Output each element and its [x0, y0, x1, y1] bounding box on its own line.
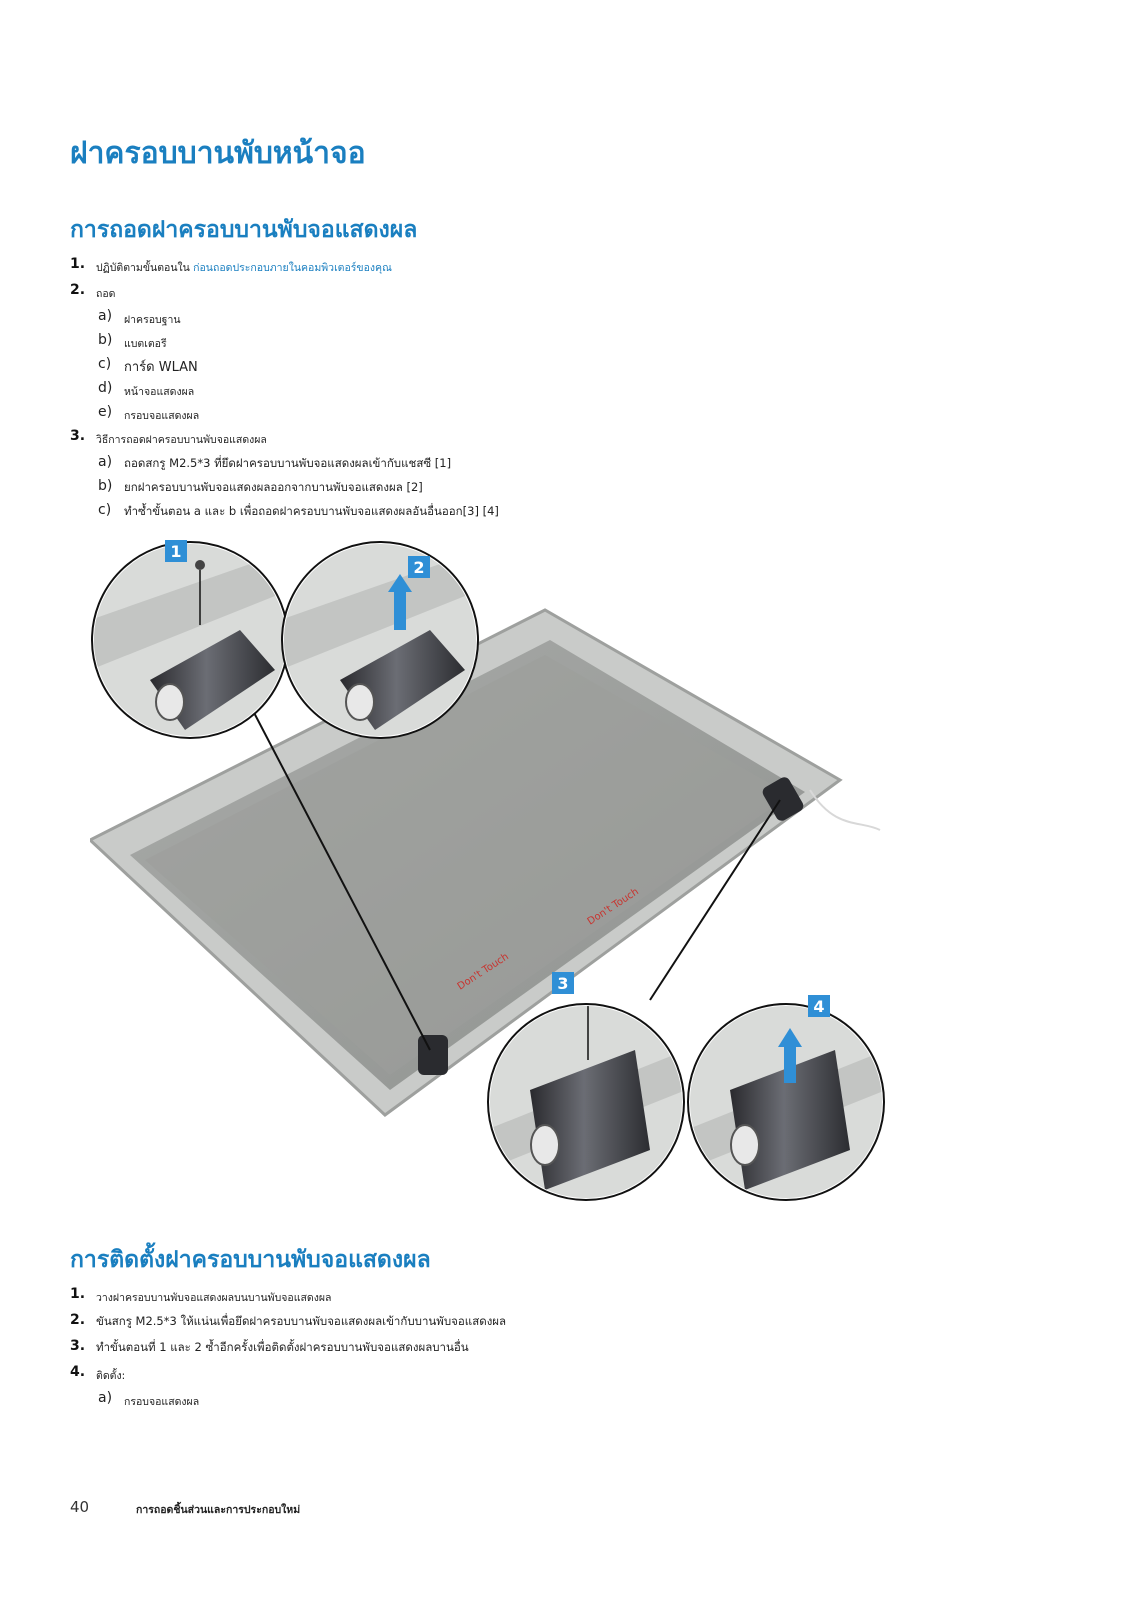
display-bezel-link[interactable]: กรอบจอแสดงผล	[124, 410, 200, 422]
callout-number: 4	[813, 997, 824, 1016]
base-cover-link[interactable]: ฝาครอบฐาน	[124, 314, 181, 326]
removal-sub-3b: b) ยกฝาครอบบานพับจอแสดงผลออกจากบานพับจอแ…	[70, 478, 1050, 502]
sub-letter: c)	[98, 356, 112, 372]
sub-letter: e)	[98, 404, 113, 420]
step-text: ติดตั้ง:	[96, 1370, 126, 1382]
install-steps: 1. วางฝาครอบบานพับจอแสดงผลบนบานพับจอแสดง…	[70, 1286, 1050, 1414]
removal-step-2: 2. ถอด	[70, 282, 1050, 308]
removal-step-1: 1. ปฏิบัติตามขั้นตอนใน ก่อนถอดประกอบภายใ…	[70, 256, 1050, 282]
removal-sub-3c: c) ทำซ้ำขั้นตอน a และ b เพื่อถอดฝาครอบบา…	[70, 502, 1050, 526]
sub-letter: a)	[98, 308, 113, 324]
section-title: การถอดชิ้นส่วนและการประกอบใหม่	[136, 1504, 301, 1516]
detail-circle-2: 2	[281, 541, 479, 739]
step-prefix: ปฏิบัติตามขั้นตอนใน	[96, 262, 194, 274]
step-text: ถอด	[96, 288, 116, 300]
install-heading: การติดตั้งฝาครอบบานพับจอแสดงผล	[70, 1247, 431, 1273]
callout-badge	[165, 540, 187, 562]
sub-text: ทำซ้ำขั้นตอน a และ b เพื่อถอดฝาครอบบานพั…	[124, 504, 499, 518]
removal-sub-3a: a) ถอดสกรู M2.5*3 ที่ยึดฝาครอบบานพับจอแส…	[70, 454, 1050, 478]
display-panel-link[interactable]: หน้าจอแสดงผล	[124, 386, 195, 398]
sub-letter: a)	[98, 1390, 113, 1406]
step-text: ขันสกรู M2.5*3 ให้แน่นเพื่อยึดฝาครอบบานพ…	[96, 1314, 507, 1328]
removal-sub-b: b) แบตเตอรี	[70, 332, 1050, 356]
install-step-4: 4. ติดตั้ง:	[70, 1364, 1050, 1390]
removal-sub-e: e) กรอบจอแสดงผล	[70, 404, 1050, 428]
install-step-2: 2. ขันสกรู M2.5*3 ให้แน่นเพื่อยึดฝาครอบบ…	[70, 1312, 1050, 1338]
sub-letter: c)	[98, 502, 112, 518]
step-number: 3.	[70, 1338, 86, 1354]
page-footer: 40 การถอดชิ้นส่วนและการประกอบใหม่	[70, 1498, 670, 1518]
step-text: วางฝาครอบบานพับจอแสดงผลบนบานพับจอแสดงผล	[96, 1292, 332, 1304]
step-text: วิธีการถอดฝาครอบบานพับจอแสดงผล	[96, 434, 267, 446]
removal-sub-c: c) การ์ด WLAN	[70, 356, 1050, 380]
removal-sub-d: d) หน้าจอแสดงผล	[70, 380, 1050, 404]
step-number: 2.	[70, 282, 86, 298]
install-step-1: 1. วางฝาครอบบานพับจอแสดงผลบนบานพับจอแสดง…	[70, 1286, 1050, 1312]
display-assembly: Don't Touch Don't Touch	[90, 608, 881, 1117]
callout-badge	[808, 995, 830, 1017]
before-working-link[interactable]: ก่อนถอดประกอบภายในคอมพิวเตอร์ของคุณ	[193, 262, 392, 274]
detail-circle-1: 1	[91, 540, 289, 739]
display-bezel-link[interactable]: กรอบจอแสดงผล	[124, 1396, 200, 1408]
step-text: ทำขั้นตอนที่ 1 และ 2 ซ้ำอีกครั้งเพื่อติด…	[96, 1340, 469, 1354]
detail-circle-3: 3	[487, 972, 685, 1201]
step-number: 2.	[70, 1312, 86, 1328]
callout-number: 2	[413, 558, 424, 577]
install-sub-a: a) กรอบจอแสดงผล	[70, 1390, 1050, 1414]
page-title: ฝาครอบบานพับหน้าจอ	[70, 136, 366, 171]
sub-text: ยกฝาครอบบานพับจอแสดงผลออกจากบานพับจอแสดง…	[124, 480, 423, 494]
sub-letter: b)	[98, 478, 113, 494]
hinge-cover-left	[418, 1035, 448, 1075]
removal-steps: 1. ปฏิบัติตามขั้นตอนใน ก่อนถอดประกอบภายใ…	[70, 256, 1050, 526]
sub-letter: b)	[98, 332, 113, 348]
callout-number: 1	[170, 542, 181, 561]
removal-step-3: 3. วิธีการถอดฝาครอบบานพับจอแสดงผล	[70, 428, 1050, 454]
sub-letter: d)	[98, 380, 113, 396]
install-step-3: 3. ทำขั้นตอนที่ 1 และ 2 ซ้ำอีกครั้งเพื่อ…	[70, 1338, 1050, 1364]
step-text: ปฏิบัติตามขั้นตอนใน ก่อนถอดประกอบภายในคอ…	[96, 259, 392, 276]
hinge-cover-illustration: Don't Touch Don't Touch	[90, 540, 885, 1201]
callout-number: 3	[557, 974, 568, 993]
sub-text: ถอดสกรู M2.5*3 ที่ยึดฝาครอบบานพับจอแสดงผ…	[124, 456, 452, 470]
callout-badge	[408, 556, 430, 578]
page-number: 40	[70, 1498, 90, 1516]
removal-heading: การถอดฝาครอบบานพับจอแสดงผล	[70, 217, 418, 243]
step-number: 3.	[70, 428, 86, 444]
step-number: 4.	[70, 1364, 86, 1380]
step-number: 1.	[70, 256, 86, 272]
step-number: 1.	[70, 1286, 86, 1302]
sub-letter: a)	[98, 454, 113, 470]
removal-sub-a: a) ฝาครอบฐาน	[70, 308, 1050, 332]
battery-link[interactable]: แบตเตอรี	[124, 338, 167, 350]
wlan-card-link[interactable]: การ์ด WLAN	[124, 360, 198, 375]
callout-badge	[552, 972, 574, 994]
detail-circle-4: 4	[687, 995, 885, 1201]
